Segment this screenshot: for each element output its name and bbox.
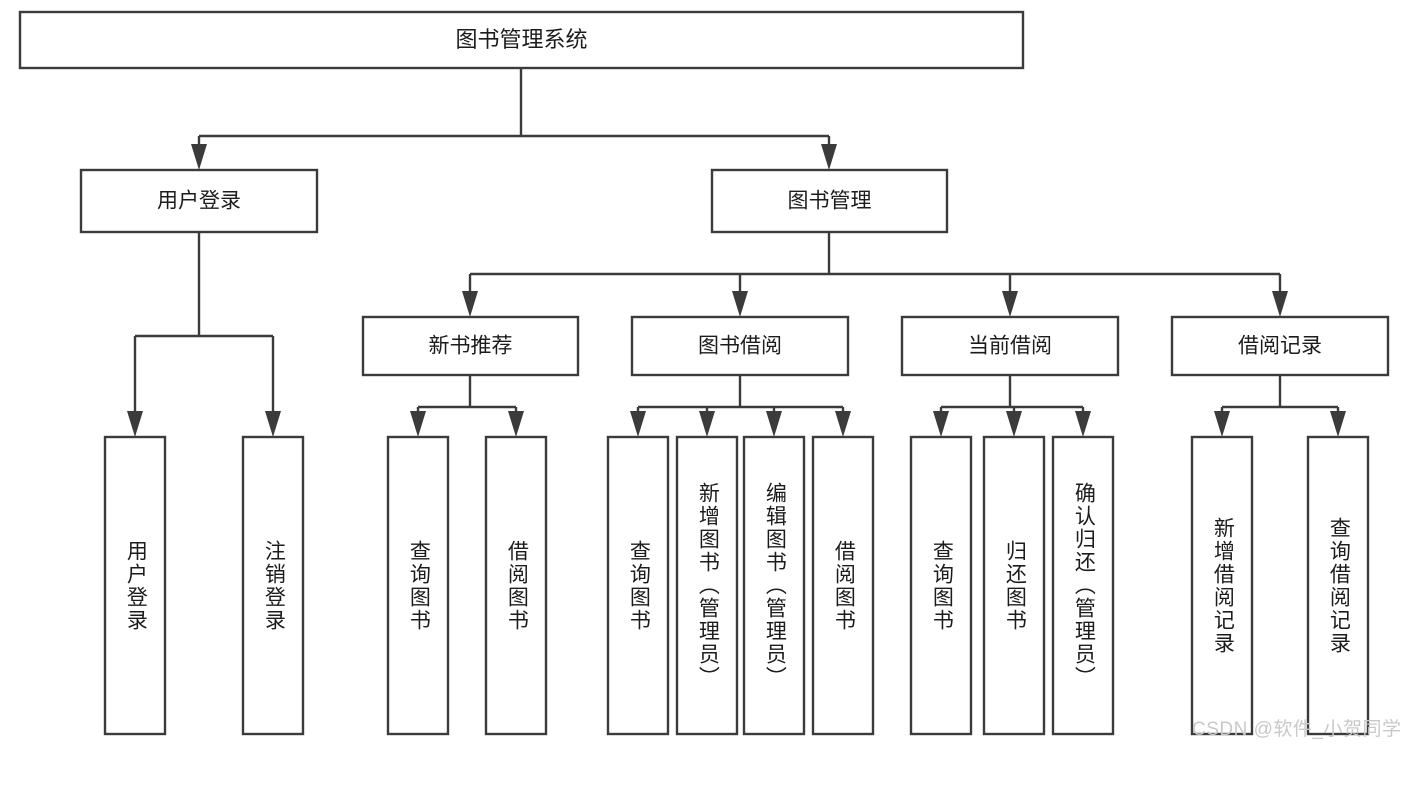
book-borrow-drop-1-arrowhead (699, 411, 715, 437)
node-user-login[interactable]: 用户登录 (79, 168, 319, 234)
node-borrow-record[interactable]: 借阅记录 (1170, 315, 1390, 377)
node-leaf-query-book-1-rect[interactable] (386, 435, 450, 736)
new-book-recommend-drop-1-arrowhead (508, 411, 524, 437)
node-leaf-add-book-rect[interactable] (675, 435, 739, 736)
current-borrow-drop-0-arrowhead (933, 411, 949, 437)
node-leaf-edit-book-rect[interactable] (742, 435, 806, 736)
book-management-drop-3-arrowhead (1272, 291, 1288, 317)
borrow-record-drop-1-arrowhead (1330, 411, 1346, 437)
node-book-management[interactable]: 图书管理 (710, 168, 949, 234)
node-book-management-rect[interactable] (710, 168, 949, 234)
org-chart-diagram: 图书管理系统用户登录图书管理新书推荐图书借阅当前借阅借阅记录 用户登录注销登录查… (18, 10, 1402, 740)
node-current-borrow-rect[interactable] (900, 315, 1120, 377)
watermark-credit: CSDN @软件_小贺同学 (1192, 719, 1402, 740)
node-current-borrow[interactable]: 当前借阅 (900, 315, 1120, 377)
root-drop-1-arrowhead (821, 144, 837, 170)
user-login-drop-0-arrowhead (127, 411, 143, 437)
node-root-rect[interactable] (18, 10, 1025, 70)
node-leaf-borrow-book-2-rect[interactable] (811, 435, 875, 736)
book-management-drop-1-arrowhead (732, 291, 748, 317)
book-borrow-drop-2-arrowhead (766, 411, 782, 437)
book-borrow-drop-3-arrowhead (835, 411, 851, 437)
current-borrow-drop-2-arrowhead (1075, 411, 1091, 437)
node-leaf-add-record-rect[interactable] (1190, 435, 1254, 736)
node-new-book-recommend-label: 新书推荐 (429, 335, 513, 358)
book-management-drop-0-arrowhead (462, 291, 478, 317)
node-leaf-query-book-3-rect[interactable] (909, 435, 973, 736)
root-drop-0-arrowhead (191, 144, 207, 170)
node-new-book-recommend[interactable]: 新书推荐 (361, 315, 580, 377)
node-user-login-label: 用户登录 (157, 190, 241, 213)
node-user-login-rect[interactable] (79, 168, 319, 234)
node-book-borrow-rect[interactable] (630, 315, 850, 377)
user-login-drop-1-arrowhead (265, 411, 281, 437)
node-borrow-record-rect[interactable] (1170, 315, 1390, 377)
book-management-drop-2-arrowhead (1002, 291, 1018, 317)
node-leaf-return-book-rect[interactable] (982, 435, 1046, 736)
node-leaf-borrow-book-1-rect[interactable] (484, 435, 548, 736)
node-borrow-record-label: 借阅记录 (1238, 335, 1322, 358)
connector-layer (127, 68, 1346, 437)
node-root-label: 图书管理系统 (455, 27, 587, 52)
book-borrow-drop-0-arrowhead (630, 411, 646, 437)
node-leaf-query-record-rect[interactable] (1306, 435, 1370, 736)
node-leaf-confirm-return-rect[interactable] (1051, 435, 1115, 736)
new-book-recommend-drop-0-arrowhead (410, 411, 426, 437)
node-book-borrow[interactable]: 图书借阅 (630, 315, 850, 377)
node-book-borrow-label: 图书借阅 (698, 335, 782, 358)
node-root[interactable]: 图书管理系统 (18, 10, 1025, 70)
node-leaf-query-book-2-rect[interactable] (606, 435, 670, 736)
node-leaf-user-login-rect[interactable] (103, 435, 167, 736)
borrow-record-drop-0-arrowhead (1214, 411, 1230, 437)
current-borrow-drop-1-arrowhead (1006, 411, 1022, 437)
node-leaf-logout-rect[interactable] (241, 435, 305, 736)
node-book-management-label: 图书管理 (788, 190, 872, 213)
node-new-book-recommend-rect[interactable] (361, 315, 580, 377)
node-current-borrow-label: 当前借阅 (968, 335, 1052, 358)
